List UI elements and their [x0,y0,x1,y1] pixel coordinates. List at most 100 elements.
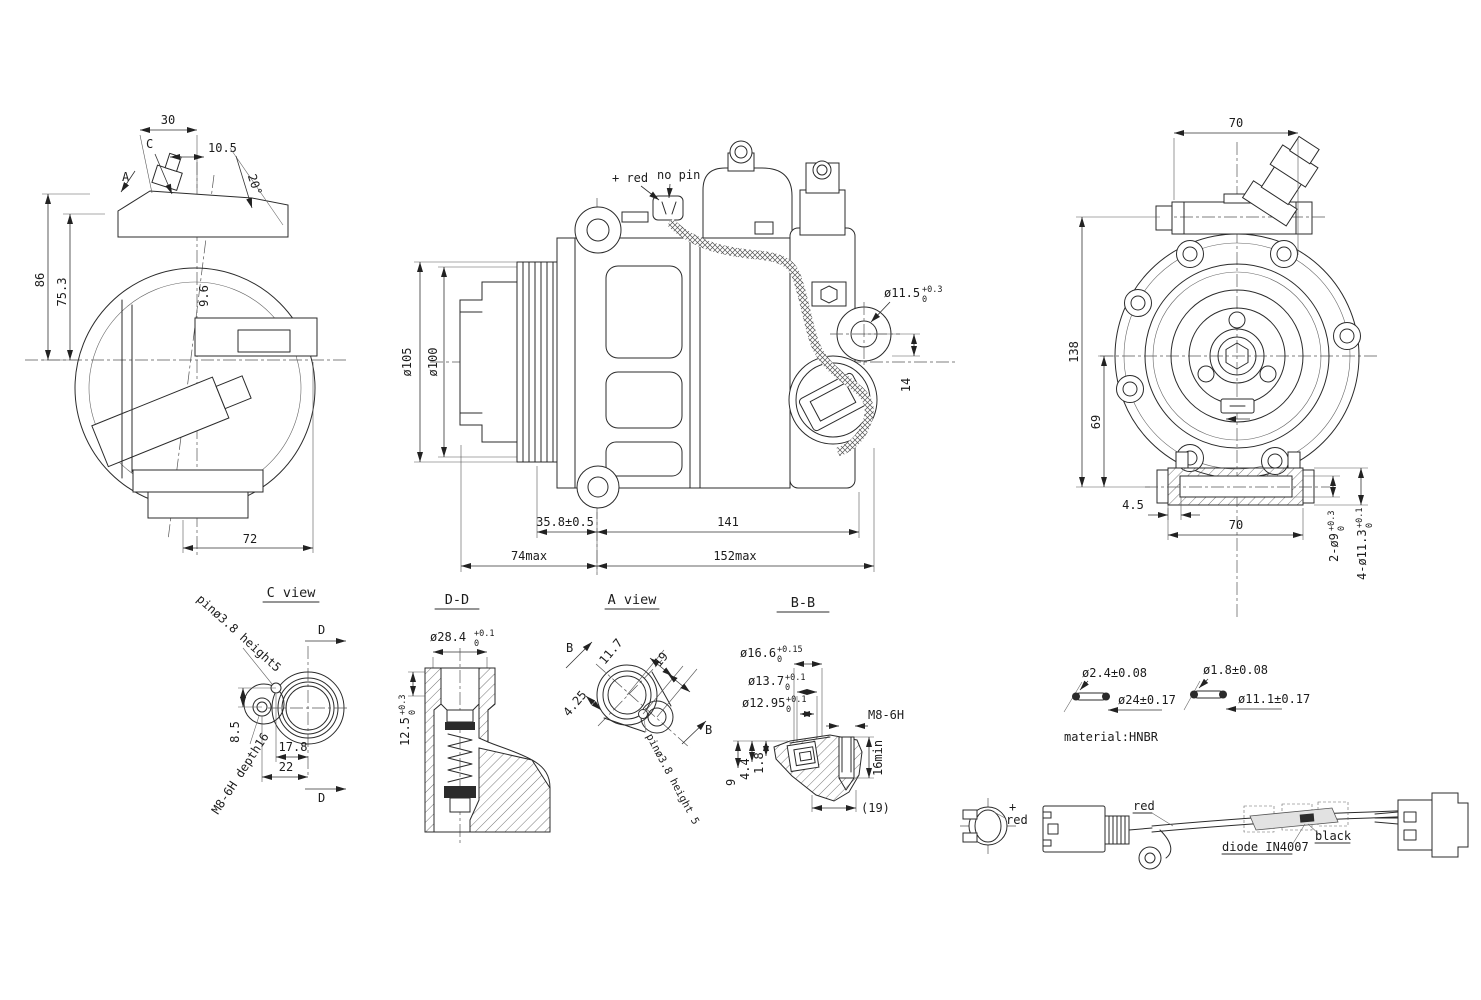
svg-text:+0.3: +0.3 [398,695,408,715]
svg-text:+0.3: +0.3 [1327,511,1337,531]
side-view: 30 C 10.5 A 20° 86 75.3 9.6 72 [25,113,348,556]
front-view-geometry [430,140,955,575]
dim-12-5: 12.5 +0.3 0 [398,695,418,746]
harness-connector-face [960,798,1016,854]
tol-low: 0 [922,295,927,305]
dim-70-bottom: 70 [1229,518,1243,532]
ring-terminal [1138,846,1162,870]
front-view-dimensions: + red no pin ø105 ø100 ø11.5 +0.3 0 14 3… [400,168,942,572]
suction-port-housing [702,167,793,239]
cylinder-head-cap [117,190,289,238]
c-view-title: C view [267,585,317,601]
front-view: + red no pin ø105 ø100 ø11.5 +0.3 0 14 3… [400,140,955,575]
dim-belt-pd: ø100 [426,348,440,377]
a-view: A view B B 11.7 19 4.25 pinø3.8 height 5 [560,592,712,827]
dim-69: 69 [1089,415,1103,429]
rear-view-geometry [1100,135,1380,618]
dim-10-5: 10.5 [208,141,237,155]
svg-text:4-ø11.3: 4-ø11.3 [1355,529,1369,580]
c-view: C view D D pinø3.8 height5 M8-6H depth16… [194,585,350,817]
tol-up: +0.1 [474,629,494,639]
dim-86: 86 [33,273,47,287]
dim-17-8: 17.8 [279,740,308,754]
dim-oring1-d: ø24±0.17 [1118,693,1176,707]
label-plus-red: + red [612,171,648,185]
tol-up: +0.3 [922,285,942,295]
dim-4-25: 4.25 [560,688,589,719]
dim-16-6: ø16.6 [740,646,776,660]
end-connector-housing [1431,792,1469,858]
dim-28-4: ø28.4 [430,630,466,644]
shaft-hex [1225,342,1249,370]
dim-4-4: 4.4 [738,758,752,780]
label-m8-6h: M8-6H [868,708,904,722]
end-connector [1397,799,1433,851]
bb-view-geometry [773,734,863,802]
label-diode: diode IN4007 [1222,840,1309,854]
svg-text:2-ø9: 2-ø9 [1327,533,1341,562]
svg-text:0: 0 [408,710,418,715]
diode-body [1299,813,1315,823]
oring-details: ø2.4±0.08 ø24±0.17 material:HNBR ø1.8±0.… [1063,663,1310,744]
label-no-pin: no pin [657,168,700,182]
bb-view-title: B-B [791,595,815,611]
label-plus: + [1009,800,1016,814]
dim-9-6: 9.6 [197,285,211,307]
section-d-bottom: D [318,791,325,805]
dim-4-5: 4.5 [1122,498,1144,512]
svg-text:12.5: 12.5 [398,717,412,746]
discharge-port [799,189,846,236]
port-stub [164,152,182,172]
svg-text:+0.15: +0.15 [777,645,803,655]
label-red-wire: red [1133,799,1155,813]
svg-text:0: 0 [1337,526,1347,531]
dim-8-5: 8.5 [228,721,242,743]
section-b-top: B [566,641,573,655]
label-pin-spec: pinø3.8 height5 [194,592,284,675]
dim-75-3: 75.3 [55,278,69,307]
braided-harness-sleeve [666,218,874,457]
side-view-dimensions: 30 C 10.5 A 20° 86 75.3 9.6 72 [33,113,314,553]
svg-text:+0.1: +0.1 [1355,508,1365,528]
a-view-title: A view [608,592,658,608]
label-red-connector: red [1006,813,1028,827]
dim-74max: 74max [511,549,547,563]
compressor-body [556,237,791,489]
label-black: black [1315,829,1352,843]
dim-22: 22 [279,760,293,774]
rear-connector-stack [1241,135,1320,227]
section-label-c: C [146,137,153,151]
svg-text:+0.1: +0.1 [786,695,806,705]
svg-text:0: 0 [786,705,791,715]
port-cap [729,140,753,164]
harness-body [1042,792,1469,870]
dim-72: 72 [243,532,257,546]
dim-70-top: 70 [1229,116,1243,130]
dim-19: 19 [651,649,671,669]
material-note: material:HNBR [1064,730,1159,744]
heat-shrink-wrap [1249,807,1339,831]
tol-low: 0 [474,639,479,649]
dim-14: 14 [899,378,913,392]
view-label-a: A [122,170,130,184]
swash-plate-piston [91,375,252,468]
pulley-grooves [516,261,558,463]
dim-11-7: 11.7 [596,636,625,667]
dd-view: D-D ø28.4 +0.1 0 12.5 +0.3 0 [398,592,551,846]
section-d-top: D [318,623,325,637]
dim-oring2-cs: ø1.8±0.08 [1203,663,1268,677]
dim-12-95: ø12.95 [742,696,785,710]
svg-text:0: 0 [1365,523,1375,528]
dim-35-8: 35.8±0.5 [536,515,594,529]
dim-152max: 152max [713,549,756,563]
control-valve [446,709,474,723]
clutch-front-plate [459,281,518,443]
rear-view: 70 138 69 4.5 70 2-ø9 +0.3 0 4-ø11.3 +0.… [1067,116,1380,618]
dim-138: 138 [1067,341,1081,363]
label-pin-spec-a: pinø3.8 height 5 [643,732,701,827]
dim-9: 9 [724,779,738,786]
piston-bore [194,317,318,357]
dd-view-title: D-D [445,592,469,608]
